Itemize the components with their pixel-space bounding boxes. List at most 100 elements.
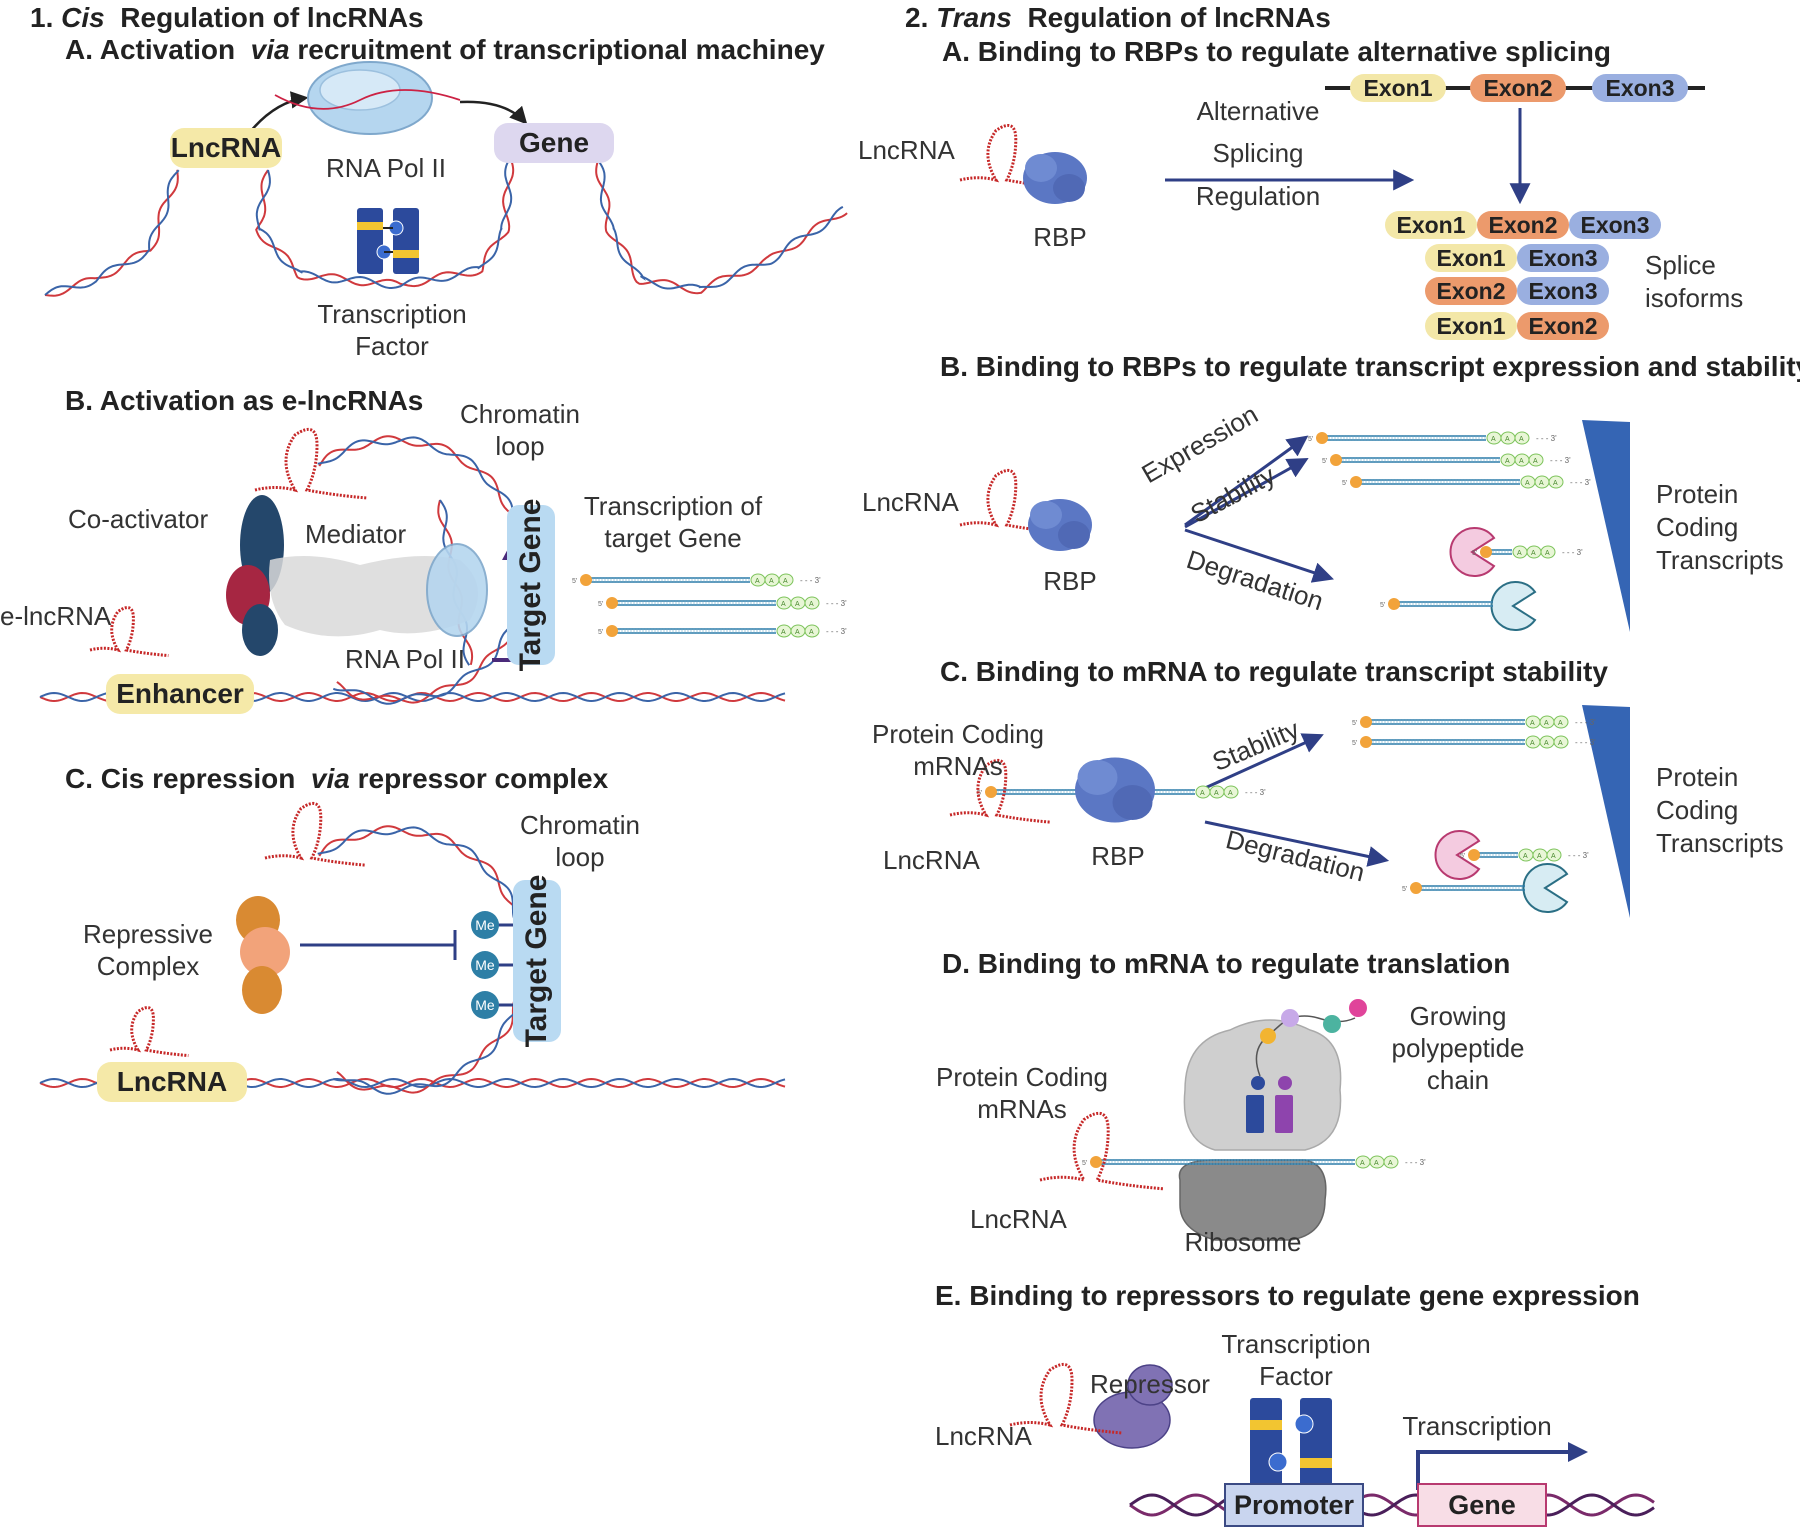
svg-text:5': 5': [1342, 480, 1347, 487]
svg-text:5': 5': [1402, 886, 1407, 893]
svg-text:A: A: [1517, 550, 1522, 557]
svg-text:A: A: [1374, 1160, 1379, 1167]
lncrna-pill-a: LncRNA: [170, 128, 282, 168]
svg-text:A: A: [1545, 550, 1550, 557]
inhibition-line: [300, 930, 457, 960]
mrna-2b-fragment-2: 5': [1380, 598, 1493, 610]
svg-text:A: A: [1544, 720, 1549, 727]
cis-heading-italic: Cis: [61, 2, 105, 33]
svg-text:5': 5': [1082, 1160, 1087, 1167]
chromatin-label-c-2: loop: [555, 842, 605, 872]
svg-text:- - - 3': - - - 3': [1568, 851, 1589, 860]
cis-a-title: A. Activation via recruitment of transcr…: [65, 34, 825, 66]
trans-b-title: B. Binding to RBPs to regulate transcrip…: [940, 351, 1800, 382]
alt-splicing-label-3: Regulation: [1195, 181, 1321, 211]
rbp-shape-2b: [1028, 499, 1092, 551]
lncrna-hairpin-1c-top: [264, 801, 366, 867]
svg-text:5': 5': [1380, 602, 1385, 609]
growing-label-1: Growing: [1409, 1001, 1507, 1031]
svg-text:5': 5': [598, 629, 603, 636]
exon1-pre: Exon1: [1350, 74, 1446, 102]
cis-c-title-rest: repressor complex: [357, 763, 609, 794]
target-gene-c: Target Gene: [513, 875, 561, 1047]
lncrna-label-2c: LncRNA: [883, 845, 980, 875]
rbp-label-2b: RBP: [1043, 566, 1097, 596]
rna-pol-ii-label-b: RNA Pol II: [345, 644, 465, 674]
svg-text:- - - 3': - - - 3': [1550, 456, 1571, 465]
pct-c-2: Coding: [1656, 795, 1739, 825]
enhancer-pill: Enhancer: [106, 674, 254, 714]
svg-text:A: A: [1525, 480, 1530, 487]
chromatin-label-c-1: Chromatin: [520, 810, 640, 840]
stability-arrow-c: [1204, 733, 1324, 790]
cis-a-title-rest: recruitment of transcriptional machiney: [297, 34, 825, 65]
svg-text:A: A: [1530, 720, 1535, 727]
iso2-exon1: Exon1: [1425, 244, 1517, 272]
svg-text:- - - 3': - - - 3': [1536, 434, 1557, 443]
degradation-arrow-c: [1204, 820, 1390, 867]
me-circle-2: [471, 951, 499, 979]
lncrna-label-2e: LncRNA: [935, 1421, 1032, 1451]
iso1-exon1: Exon1: [1385, 211, 1477, 239]
trans-d-title: D. Binding to mRNA to regulate translati…: [942, 948, 1511, 979]
svg-text:- - - 3': - - - 3': [826, 627, 847, 636]
svg-text:5': 5': [1460, 853, 1465, 860]
mediator-label: Mediator: [305, 519, 407, 549]
degradation-pacman-2c-1: [1434, 830, 1481, 880]
trna-pair: [1246, 1076, 1293, 1133]
transcription-factor-e-shape: [1250, 1398, 1332, 1493]
rna-pol-ii-label-a: RNA Pol II: [326, 153, 446, 183]
svg-text:- - - 3': - - - 3': [800, 576, 821, 585]
stability-arrow-b: [1184, 457, 1309, 529]
chromatin-label-b-1: Chromatin: [460, 399, 580, 429]
cis-c-title: C. Cis repression via repressor complex: [65, 763, 608, 795]
rbp-label-2a: RBP: [1033, 222, 1087, 252]
svg-text:A: A: [1214, 790, 1219, 797]
protein-coding-triangle-c: [1582, 705, 1630, 918]
svg-text:5': 5': [1322, 458, 1327, 465]
ribosome-label: Ribosome: [1184, 1227, 1302, 1257]
svg-text:A: A: [1530, 740, 1535, 747]
splice-isoforms-label-2: isoforms: [1645, 283, 1744, 313]
me-text-3: Me: [475, 997, 495, 1013]
iso4-exon2: Exon2: [1517, 312, 1609, 340]
gene-pill-a: Gene: [494, 123, 614, 163]
ribosome-small-subunit: [1178, 1159, 1327, 1241]
cis-heading-rest: Regulation of lncRNAs: [120, 2, 424, 33]
rbp-label-2c: RBP: [1091, 841, 1145, 871]
me-text-1: Me: [475, 917, 495, 933]
rna-pol-ii-shape: [274, 61, 461, 135]
trans-a-title: A. Binding to RBPs to regulate alternati…: [942, 36, 1611, 67]
svg-text:A: A: [1523, 853, 1528, 860]
dna-1a-right: [595, 159, 848, 295]
svg-text:A: A: [1551, 853, 1556, 860]
transcription-label-e: Transcription: [1402, 1411, 1552, 1441]
lncrna-label-2a: LncRNA: [858, 135, 955, 165]
rbp-shape-2a: [1023, 152, 1087, 204]
svg-text:- - - 3': - - - 3': [1575, 718, 1596, 727]
iso4-exon1: Exon1: [1425, 312, 1517, 340]
exon2-pre: Exon2: [1470, 74, 1566, 102]
cis-heading: 1. Cis Regulation of lncRNAs: [30, 2, 424, 34]
svg-text:A: A: [1558, 720, 1563, 727]
lncrna-hairpin-2d: [1039, 1111, 1164, 1191]
lncrna-label-2b: LncRNA: [862, 487, 959, 517]
promoter-box: Promoter: [1224, 1483, 1364, 1527]
svg-text:A: A: [809, 629, 814, 636]
transcription-factor-shape: [357, 208, 419, 274]
svg-text:5': 5': [977, 790, 982, 797]
degradation-pacman-2c-2: [1522, 863, 1569, 913]
cis-a-title-main: A. Activation: [65, 34, 236, 65]
lncrna-hairpin-2e: [1009, 1362, 1123, 1435]
svg-text:A: A: [795, 601, 800, 608]
svg-text:A: A: [1360, 1160, 1365, 1167]
lncrna-pill-c: LncRNA: [97, 1062, 247, 1102]
co-activator-label: Co-activator: [68, 504, 209, 534]
lncrna-hairpin-2a: [959, 123, 1061, 189]
iso1-exon2: Exon2: [1477, 211, 1569, 239]
